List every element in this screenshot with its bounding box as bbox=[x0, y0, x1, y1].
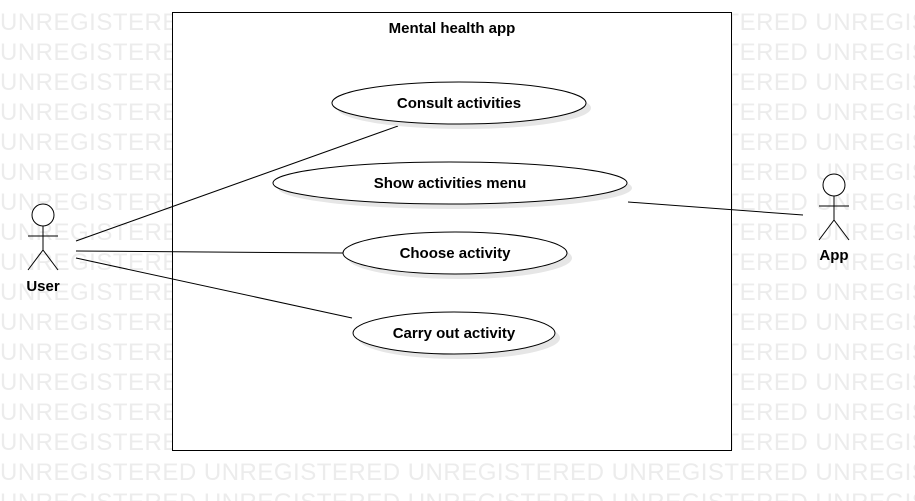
watermark-row: UNREGISTERED UNREGISTERED UNREGISTERED U… bbox=[0, 489, 915, 501]
use-case-label: Choose activity bbox=[400, 245, 512, 262]
use-case-ellipse bbox=[352, 311, 556, 355]
use-case-carry-out-activity[interactable]: Carry out activity bbox=[352, 311, 560, 359]
association-app-show-activities-menu bbox=[627, 201, 804, 216]
use-case-label: Consult activities bbox=[397, 95, 521, 112]
use-case-choose-activity[interactable]: Choose activity bbox=[342, 231, 572, 279]
actor-label: App bbox=[819, 247, 848, 264]
system-boundary bbox=[172, 12, 732, 451]
stick-figure-icon bbox=[27, 203, 59, 271]
use-case-consult-activities[interactable]: Consult activities bbox=[331, 81, 591, 129]
stick-figure-icon bbox=[818, 173, 850, 241]
association-user-choose-activity bbox=[75, 250, 344, 254]
actor-app[interactable]: App bbox=[818, 173, 850, 264]
use-case-ellipse bbox=[272, 161, 628, 205]
use-case-ellipse bbox=[331, 81, 587, 125]
use-case-label: Carry out activity bbox=[393, 325, 516, 342]
watermark-row: UNREGISTERED UNREGISTERED UNREGISTERED U… bbox=[0, 459, 915, 486]
use-case-ellipse bbox=[342, 231, 568, 275]
actor-user[interactable]: User bbox=[26, 203, 60, 295]
actor-label: User bbox=[26, 278, 60, 295]
system-title: Mental health app bbox=[389, 20, 516, 37]
use-case-label: Show activities menu bbox=[374, 175, 527, 192]
use-case-show-activities-menu[interactable]: Show activities menu bbox=[272, 161, 632, 209]
association-user-consult-activities bbox=[75, 125, 399, 242]
association-user-carry-out-activity bbox=[75, 257, 353, 319]
